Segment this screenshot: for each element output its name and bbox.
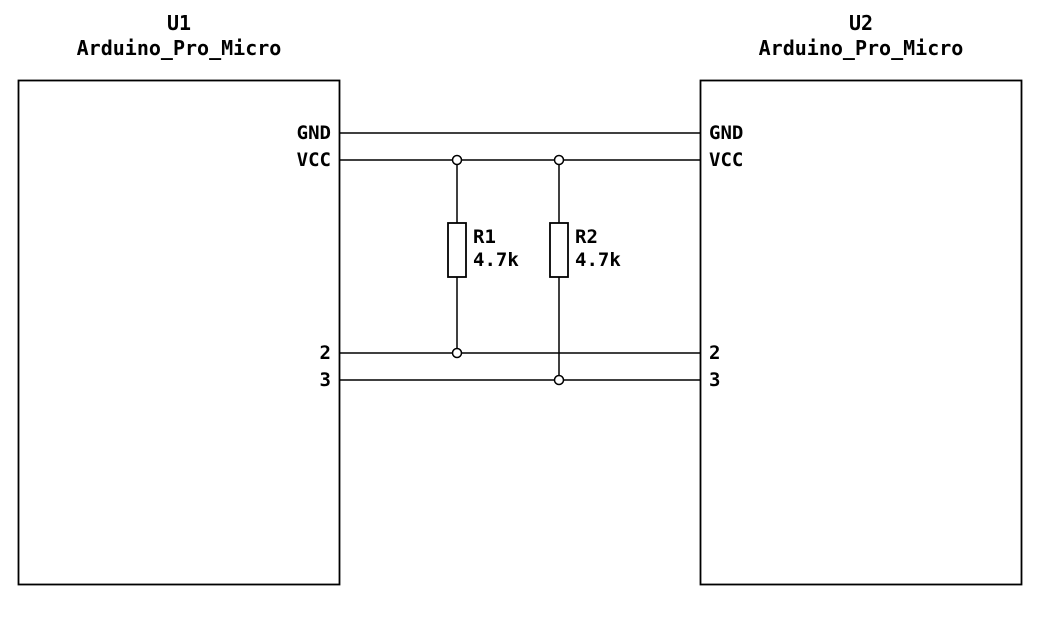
component-body-u1 [17,79,341,586]
resistor-r1-ref: R1 [473,226,496,248]
pin-label-u2-2: 2 [709,342,720,364]
component-value-u2: Arduino_Pro_Micro [759,36,964,60]
junction-dot-r1-pin2 [451,347,463,359]
pin-label-u1-3: 3 [320,369,331,391]
resistor-r1-body [447,222,467,278]
pin-label-u1-vcc: VCC [297,149,331,171]
junction-dot-r1-vcc [451,154,463,166]
resistor-r2-value: 4.7k [575,249,621,271]
resistor-r2: R2 4.7k [549,160,621,380]
pin-label-u2-vcc: VCC [709,149,743,171]
resistor-r1: R1 4.7k [447,160,519,353]
pin-label-u1-2: 2 [320,342,331,364]
resistor-r2-ref: R2 [575,226,598,248]
resistor-r1-value: 4.7k [473,249,519,271]
component-ref-u2: U2 [849,11,873,35]
component-u1: U1 Arduino_Pro_Micro GND VCC 2 3 [17,11,341,586]
component-u2: U2 Arduino_Pro_Micro GND VCC 2 3 [699,11,1023,586]
pin-label-u2-gnd: GND [709,122,743,144]
component-body-u2 [699,79,1023,586]
junction-dot-r2-vcc [553,154,565,166]
component-value-u1: Arduino_Pro_Micro [77,36,282,60]
resistor-r2-body [549,222,569,278]
pin-label-u1-gnd: GND [297,122,331,144]
junction-dot-r2-pin3 [553,374,565,386]
pin-label-u2-3: 3 [709,369,720,391]
component-ref-u1: U1 [167,11,191,35]
